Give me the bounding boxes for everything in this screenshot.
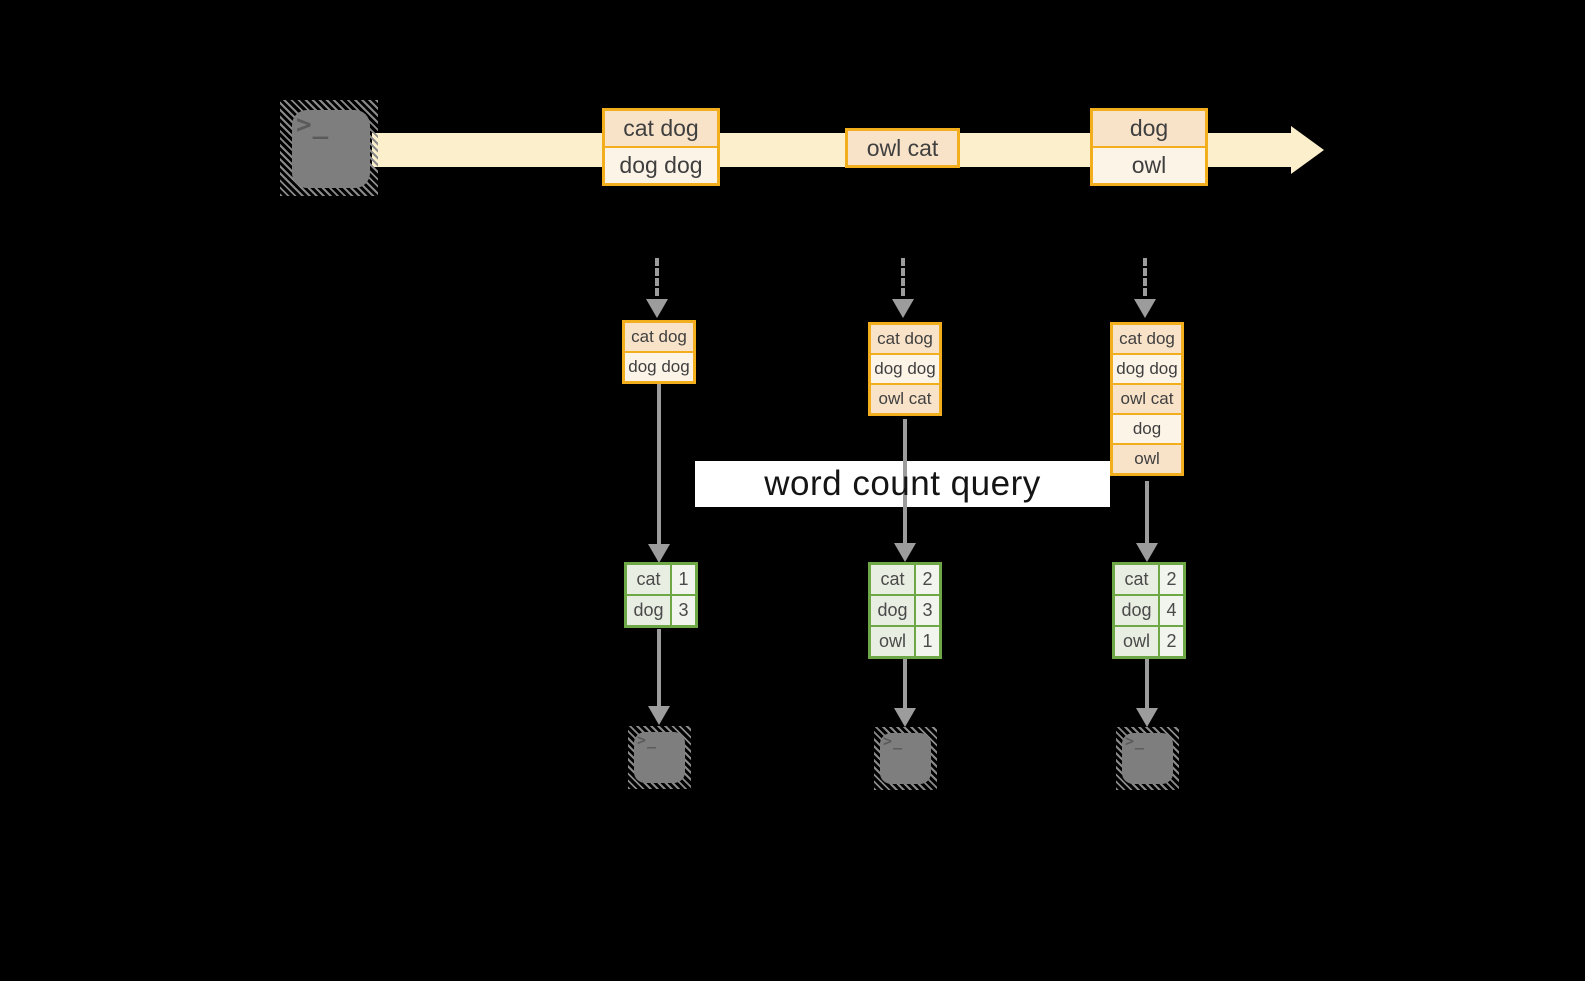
batch-box-1: cat dog dog dog xyxy=(602,108,720,186)
query-arrowhead-icon-2 xyxy=(894,543,916,562)
count-value: 3 xyxy=(672,596,695,625)
count-word: owl xyxy=(871,627,914,656)
count-value: 4 xyxy=(1160,596,1183,625)
query-label-box xyxy=(695,461,1110,507)
state-word: owl cat xyxy=(1113,383,1181,413)
batch-box-3: dog owl xyxy=(1090,108,1208,186)
count-word: dog xyxy=(871,596,914,625)
terminal-prompt-glyph: >_ xyxy=(1125,732,1146,750)
state-word: owl cat xyxy=(871,383,939,413)
terminal-screen xyxy=(292,110,370,188)
terminal-screen xyxy=(634,732,685,783)
state-word: dog dog xyxy=(625,351,693,381)
emit-arrow-dash-2 xyxy=(901,258,905,296)
batch-word: owl xyxy=(1093,146,1205,183)
query-arrow-line-3 xyxy=(1145,481,1149,544)
query-arrow-line-2 xyxy=(903,419,907,544)
state-word: dog dog xyxy=(871,353,939,383)
terminal-prompt-glyph: >_ xyxy=(883,732,904,750)
state-box-3: cat dog dog dog owl cat dog owl xyxy=(1110,322,1184,476)
emit-arrow-dash-3 xyxy=(1143,258,1147,296)
output-terminal-icon-2: >_ xyxy=(874,727,937,790)
output-arrow-line-1 xyxy=(657,629,661,707)
count-word: cat xyxy=(1115,565,1158,594)
state-word: dog xyxy=(1113,413,1181,443)
batch-box-2: owl cat xyxy=(845,128,960,168)
output-arrow-line-2 xyxy=(903,659,907,709)
batch-word: dog dog xyxy=(605,146,717,183)
count-value: 2 xyxy=(1160,565,1183,594)
terminal-screen xyxy=(880,733,931,784)
terminal-screen xyxy=(1122,733,1173,784)
state-word: cat dog xyxy=(1113,325,1181,353)
terminal-prompt-glyph: >_ xyxy=(637,731,658,749)
output-arrowhead-icon-3 xyxy=(1136,708,1158,727)
count-table-2: cat 2 dog 3 owl 1 xyxy=(868,562,942,659)
query-label-text: word count query xyxy=(764,464,1041,503)
count-value: 2 xyxy=(1160,627,1183,656)
query-arrow-line-1 xyxy=(657,384,661,545)
count-word: cat xyxy=(871,565,914,594)
state-word: owl xyxy=(1113,443,1181,473)
emit-arrowhead-icon-1 xyxy=(646,299,668,318)
count-word: dog xyxy=(1115,596,1158,625)
query-arrowhead-icon-3 xyxy=(1136,543,1158,562)
output-arrowhead-icon-1 xyxy=(648,706,670,725)
batch-word: owl cat xyxy=(848,131,957,165)
output-arrow-line-3 xyxy=(1145,659,1149,709)
emit-arrowhead-icon-2 xyxy=(892,299,914,318)
state-box-2: cat dog dog dog owl cat xyxy=(868,322,942,416)
state-word: cat dog xyxy=(625,323,693,351)
count-value: 1 xyxy=(916,627,939,656)
count-word: cat xyxy=(627,565,670,594)
count-word: dog xyxy=(627,596,670,625)
state-word: dog dog xyxy=(1113,353,1181,383)
count-table-1: cat 1 dog 3 xyxy=(624,562,698,628)
output-arrowhead-icon-2 xyxy=(894,708,916,727)
count-table-3: cat 2 dog 4 owl 2 xyxy=(1112,562,1186,659)
count-word: owl xyxy=(1115,627,1158,656)
stream-arrowhead-icon xyxy=(1291,126,1324,174)
output-terminal-icon-3: >_ xyxy=(1116,727,1179,790)
emit-arrowhead-icon-3 xyxy=(1134,299,1156,318)
query-arrowhead-icon-1 xyxy=(648,544,670,563)
count-value: 3 xyxy=(916,596,939,625)
state-word: cat dog xyxy=(871,325,939,353)
count-value: 2 xyxy=(916,565,939,594)
emit-arrow-dash-1 xyxy=(655,258,659,296)
state-box-1: cat dog dog dog xyxy=(622,320,696,384)
batch-word: cat dog xyxy=(605,111,717,146)
count-value: 1 xyxy=(672,565,695,594)
source-terminal-icon: >_ xyxy=(280,100,378,196)
batch-word: dog xyxy=(1093,111,1205,146)
output-terminal-icon-1: >_ xyxy=(628,726,691,789)
terminal-prompt-glyph: >_ xyxy=(296,110,330,140)
